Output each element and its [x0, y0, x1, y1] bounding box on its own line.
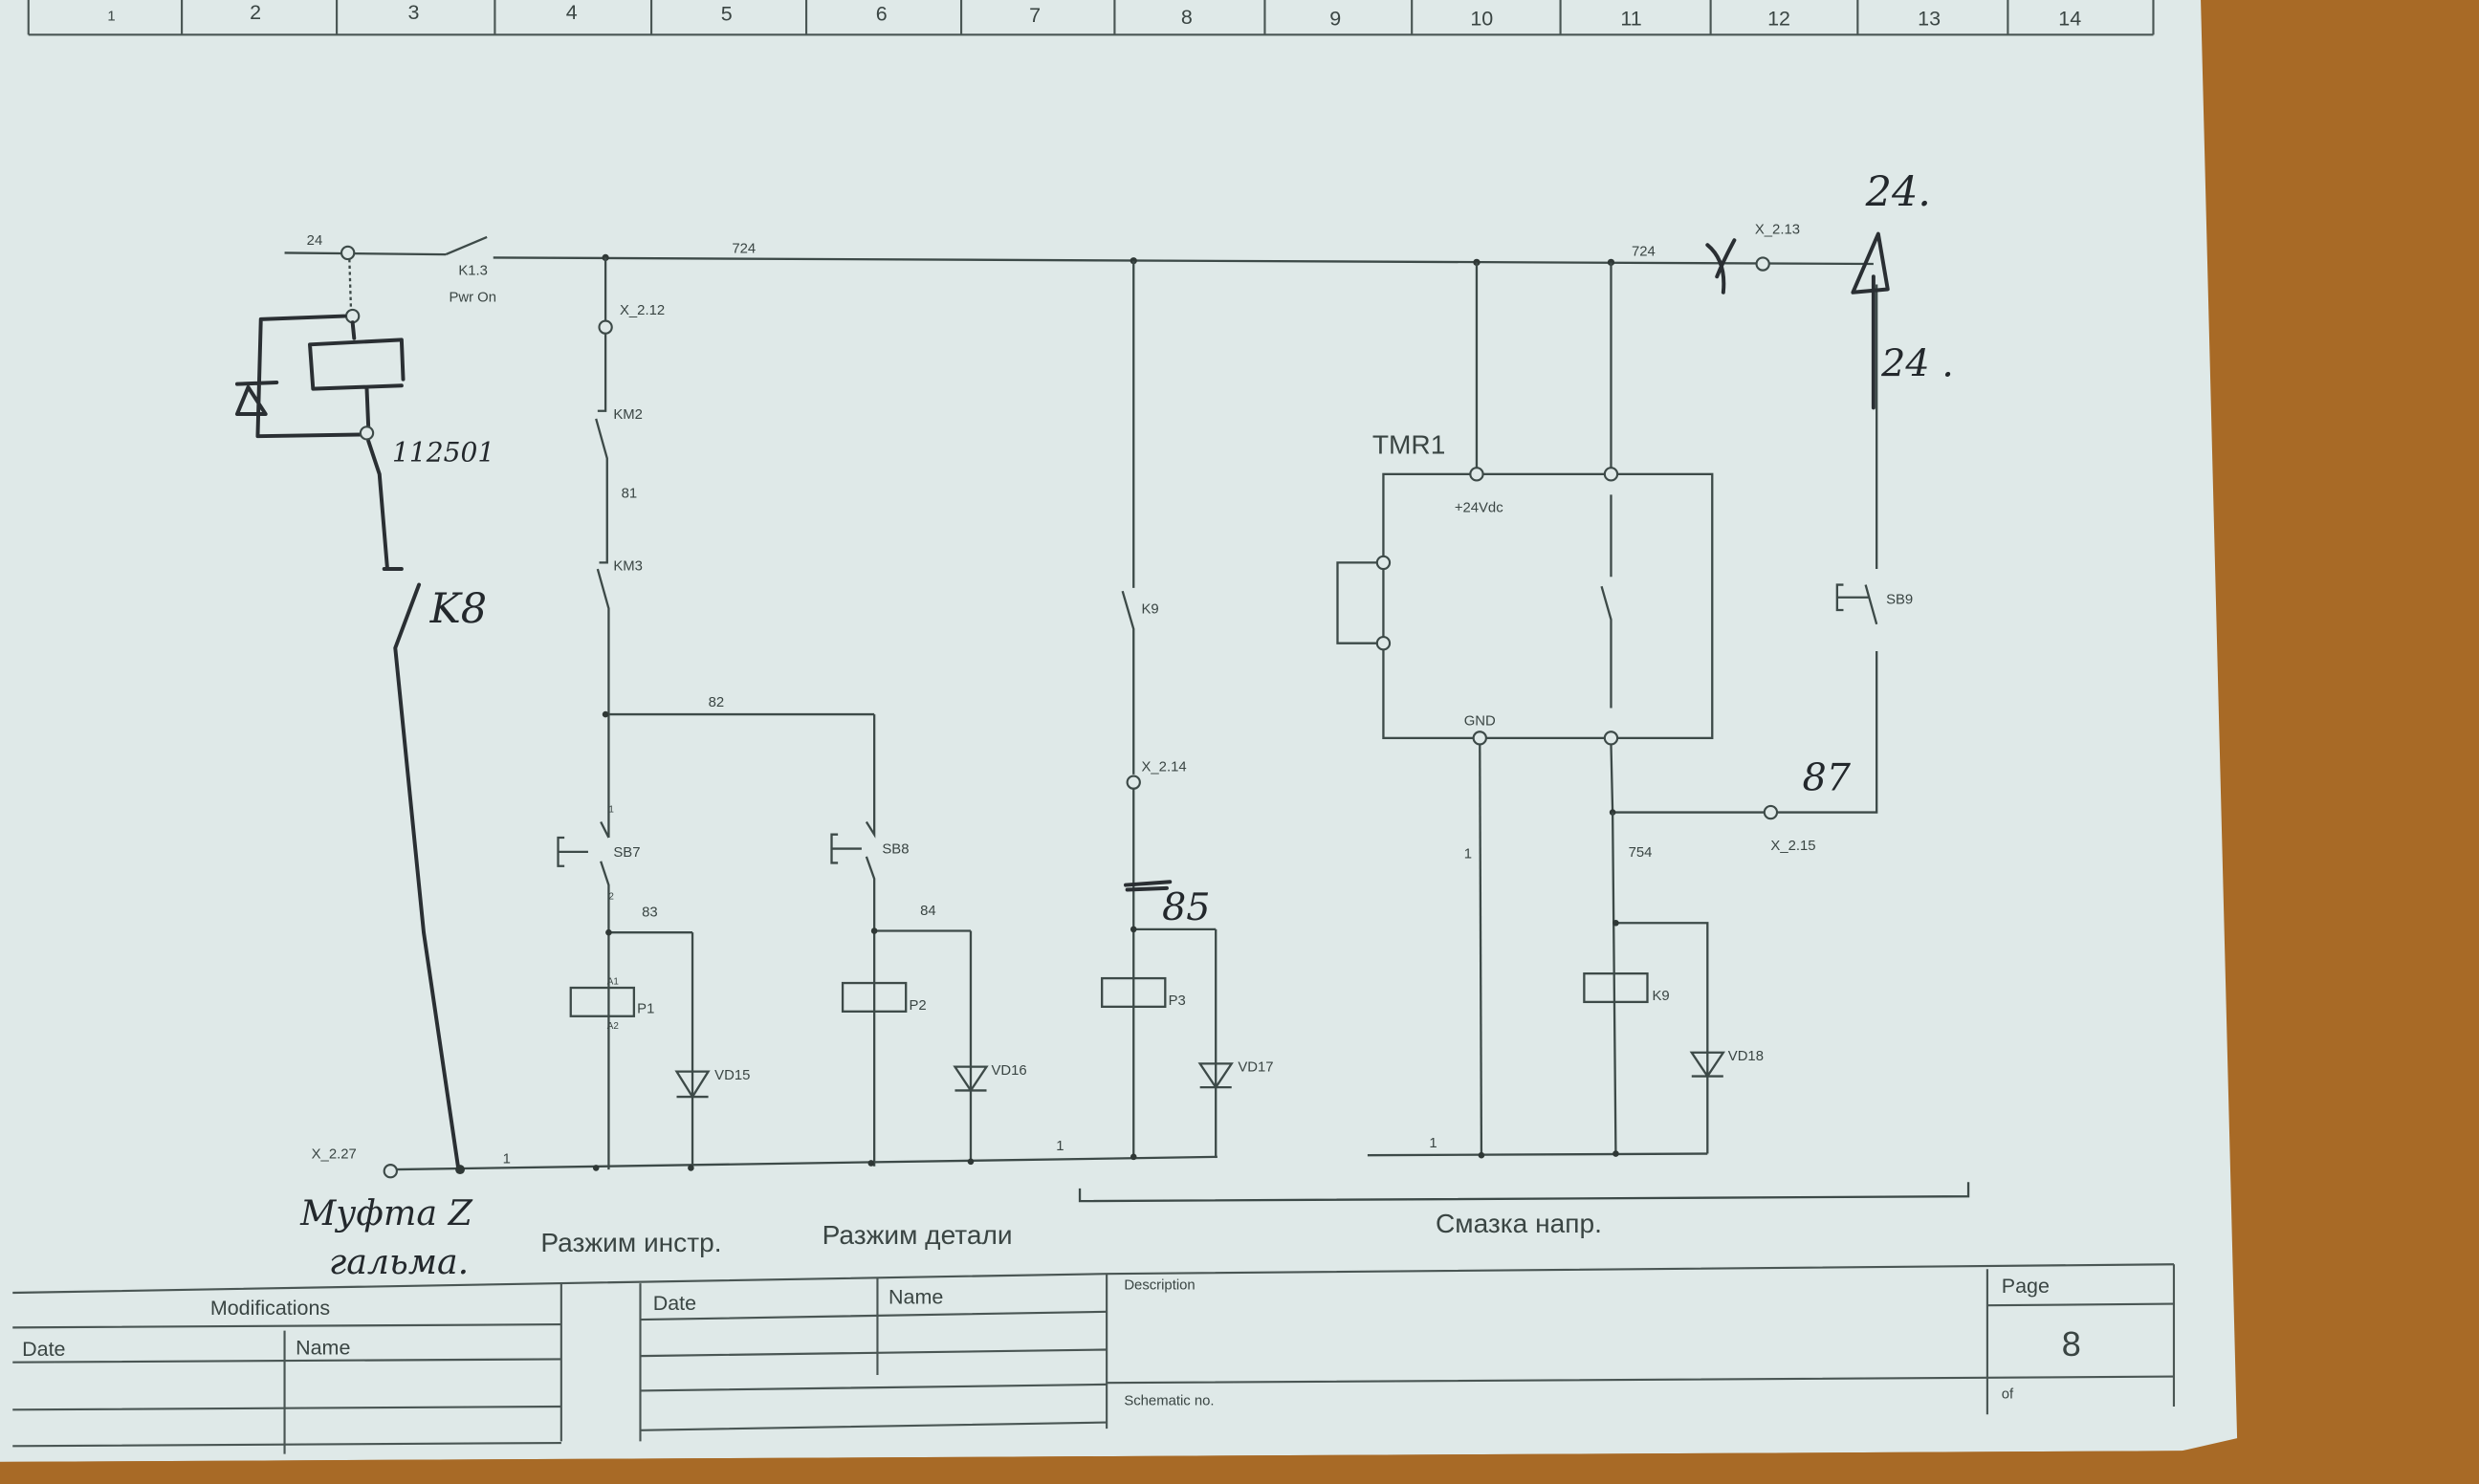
net-754-label: 754: [1629, 845, 1653, 861]
branch-part-unclamp: SB8 84 P2 VD16: [830, 714, 1027, 1167]
arrow-24-mid-handwritten: 24 .: [1880, 341, 1954, 385]
net-87-handwritten: 87: [1802, 755, 1851, 799]
x2-12-label: X_2.12: [620, 303, 665, 318]
a1-label: A1: [607, 977, 620, 988]
description-label: Description: [1124, 1278, 1195, 1294]
net-81-label: 81: [622, 487, 638, 502]
pin-2-label: 2: [608, 891, 614, 902]
column-ruler: 1 2 3 4 5 6 7 8 9 10 11 12 13 14: [27, 0, 2155, 36]
page-label: Page: [2002, 1275, 2050, 1298]
relay-number-handwritten: 112501: [392, 437, 494, 469]
ruler-2: 2: [250, 1, 261, 24]
group-clutch-handwritten-2: гальма.: [329, 1241, 469, 1282]
bottom-rail: X_2.27 1 1 1 Муфта Z гальма. Разжим инст…: [299, 1136, 1970, 1282]
paper-sheet: [0, 0, 2238, 1462]
branch-k9-contact: K9 X_2.14 85 P3 VD17: [1101, 260, 1274, 1157]
vd18-label: VD18: [1728, 1049, 1764, 1064]
net-85-handwritten: 85: [1162, 885, 1210, 929]
net-1-a-label: 1: [503, 1151, 511, 1167]
ruler-7: 7: [1029, 4, 1041, 27]
x2-14-label: X_2.14: [1142, 760, 1187, 775]
p1-label: P1: [637, 1001, 654, 1016]
sb9-label: SB9: [1886, 592, 1913, 607]
ruler-14: 14: [2058, 7, 2081, 30]
group-lubrication-label: Смазка напр.: [1436, 1209, 1602, 1238]
net-84-label: 84: [920, 904, 936, 919]
ruler-10: 10: [1470, 7, 1493, 30]
modifications-label: Modifications: [210, 1297, 330, 1320]
of-label: of: [2002, 1387, 2014, 1403]
sb7-label: SB7: [613, 845, 640, 861]
sb8-label: SB8: [882, 842, 909, 858]
vd15-label: VD15: [714, 1068, 750, 1083]
tmr1-label: TMR1: [1372, 429, 1445, 459]
x2-27-label: X_2.27: [312, 1147, 357, 1163]
ruler-5: 5: [721, 2, 733, 25]
gnd-label: GND: [1464, 714, 1496, 730]
ruler-12: 12: [1767, 7, 1790, 30]
net-724-label: 724: [732, 241, 756, 256]
net-83-label: 83: [642, 906, 658, 921]
ruler-11: 11: [1620, 7, 1641, 30]
mod-date-label: Date: [22, 1338, 65, 1361]
ruler-8: 8: [1181, 6, 1193, 29]
vd16-label: VD16: [991, 1063, 1026, 1079]
net-724-right-label: 724: [1632, 245, 1656, 260]
p3-label: P3: [1169, 993, 1186, 1009]
ruler-13: 13: [1918, 7, 1941, 30]
p2-label: P2: [910, 998, 927, 1014]
pin-1-label: 1: [608, 805, 614, 816]
mod-name-label: Name: [296, 1336, 350, 1359]
ruler-3: 3: [407, 1, 419, 24]
arrow-24-top-handwritten: 24.: [1865, 168, 1931, 216]
date-label: Date: [653, 1292, 696, 1315]
ruler-1: 1: [107, 9, 115, 24]
handdrawn-k8-circuit: 112501 K8: [234, 259, 494, 1172]
group-clutch-handwritten-1: Муфта Z: [299, 1192, 473, 1233]
vd17-label: VD17: [1238, 1060, 1273, 1076]
net-1-timer-label: 1: [1464, 846, 1472, 862]
a2-label: A2: [607, 1021, 620, 1032]
name-label: Name: [888, 1286, 943, 1309]
timer-tmr1: TMR1 +24Vdc GND 1 754 K9 VD18 SB9 X_2.15…: [1336, 168, 1954, 1156]
group-tool-unclamp-label: Разжим инстр.: [540, 1228, 721, 1257]
net-82-label: 82: [709, 695, 725, 710]
k1-3-label: K1.3: [458, 264, 488, 279]
km2-label: KM2: [613, 407, 643, 423]
net-24-label: 24: [307, 233, 323, 249]
k9-coil-label: K9: [1652, 989, 1669, 1004]
group-part-unclamp-label: Разжим детали: [823, 1220, 1013, 1250]
ruler-6: 6: [876, 2, 888, 25]
pwr-on-label: Pwr On: [449, 291, 496, 306]
page-number: 8: [2062, 1324, 2081, 1364]
net-1-c-label: 1: [1429, 1136, 1437, 1151]
plus-24vdc-label: +24Vdc: [1455, 501, 1503, 516]
ruler-4: 4: [566, 1, 578, 24]
title-block: Modifications Date Name Date Name Descri…: [12, 1263, 2176, 1454]
schematic-no-label: Schematic no.: [1124, 1393, 1214, 1408]
x2-15-label: X_2.15: [1770, 839, 1815, 854]
net-1-b-label: 1: [1056, 1139, 1064, 1154]
branch-tool-unclamp: X_2.12 KM2 81 KM3 82 1 SB7 2 83 A1 P1 A2…: [557, 257, 875, 1170]
x2-13-label: X_2.13: [1755, 223, 1800, 238]
k8-handwritten: K8: [429, 585, 487, 633]
k9-contact-label: K9: [1142, 601, 1159, 617]
ruler-9: 9: [1329, 7, 1341, 30]
wood-table: [0, 1441, 2479, 1484]
km3-label: KM3: [613, 559, 643, 575]
